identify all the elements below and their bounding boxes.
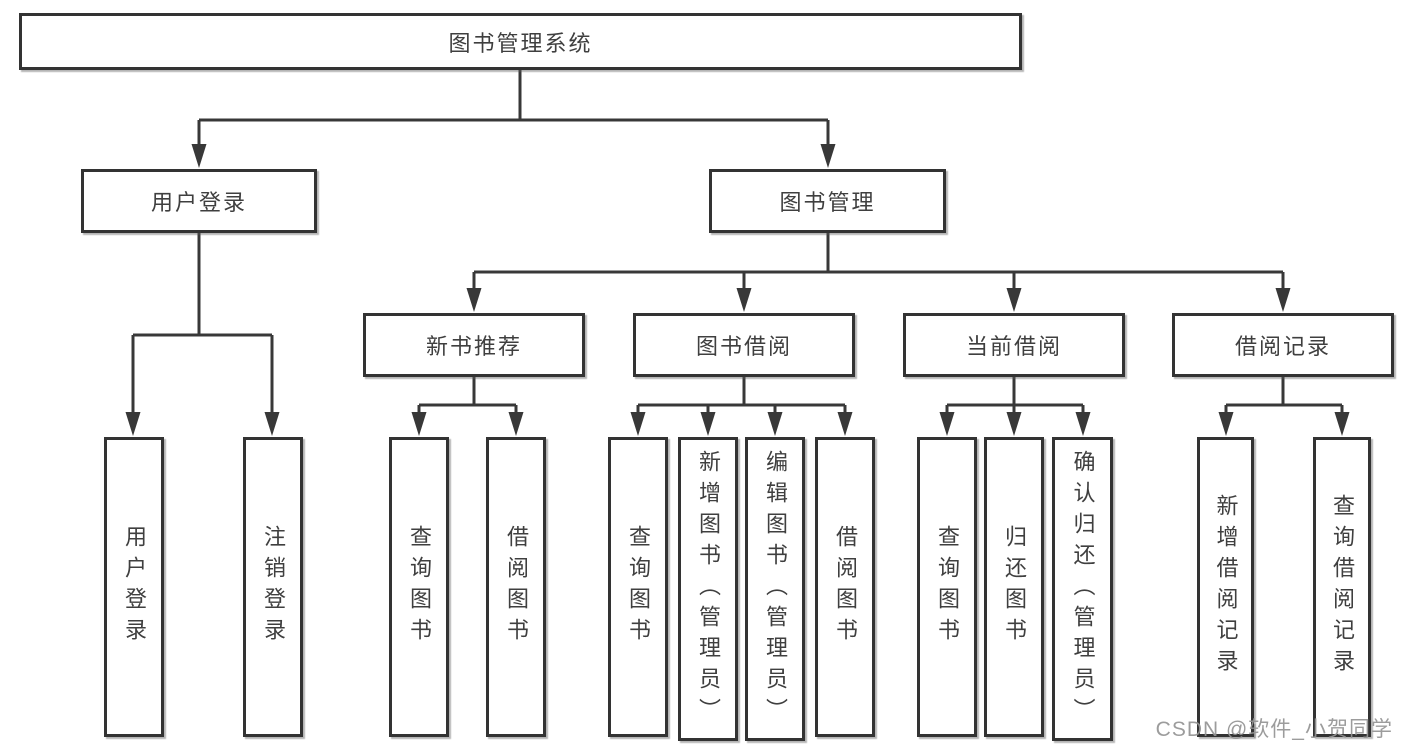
leaf-borrow-books-recommend: 借阅图书 [486,437,546,737]
node-borrow-records: 借阅记录 [1172,313,1394,377]
node-label: 借阅图书 [504,525,529,649]
node-book-management: 图书管理 [709,169,946,233]
node-label: 图书管理 [779,190,876,215]
node-label: 查询图书 [407,525,432,649]
csdn-watermark: CSDN @软件_小贺同学 [1155,718,1393,741]
node-root-library-system: 图书管理系统 [19,13,1022,70]
leaf-logout: 注销登录 [243,437,303,737]
node-current-borrow: 当前借阅 [903,313,1125,377]
node-label: 编辑图书（管理员） [763,449,788,729]
leaf-query-books-borrow: 查询图书 [608,437,668,737]
node-new-book-recommend: 新书推荐 [363,313,585,377]
leaf-query-borrow-record: 查询借阅记录 [1313,437,1371,737]
node-label: 新书推荐 [425,334,522,359]
node-label: 新增借阅记录 [1213,494,1239,680]
node-label: 归还图书 [1002,525,1027,649]
leaf-edit-books-admin: 编辑图书（管理员） [745,437,805,741]
leaf-return-books: 归还图书 [984,437,1044,737]
leaf-user-login: 用户登录 [104,437,164,737]
leaf-query-books-current: 查询图书 [917,437,977,737]
node-label: 确认归还（管理员） [1070,449,1096,729]
node-label: 查询图书 [626,525,651,649]
leaf-confirm-return-admin: 确认归还（管理员） [1052,437,1113,741]
node-user-login: 用户登录 [81,169,317,233]
node-label: 用户登录 [150,190,247,215]
node-label: 借阅记录 [1234,334,1331,359]
node-label: 图书管理系统 [448,30,593,56]
leaf-borrow-books: 借阅图书 [815,437,875,737]
arrowheads [125,144,1350,436]
node-label: 查询图书 [935,525,960,649]
node-label: 注销登录 [261,525,286,649]
leaf-query-books-recommend: 查询图书 [389,437,449,737]
node-label: 借阅图书 [833,525,858,649]
node-label: 当前借阅 [965,334,1062,359]
node-label: 图书借阅 [695,334,792,359]
node-label: 查询借阅记录 [1330,494,1355,680]
leaf-add-books-admin: 新增图书（管理员） [678,437,738,741]
leaf-add-borrow-record: 新增借阅记录 [1197,437,1254,737]
node-label: 新增图书（管理员） [696,449,721,729]
node-book-borrow: 图书借阅 [633,313,855,377]
node-label: 用户登录 [122,525,147,649]
